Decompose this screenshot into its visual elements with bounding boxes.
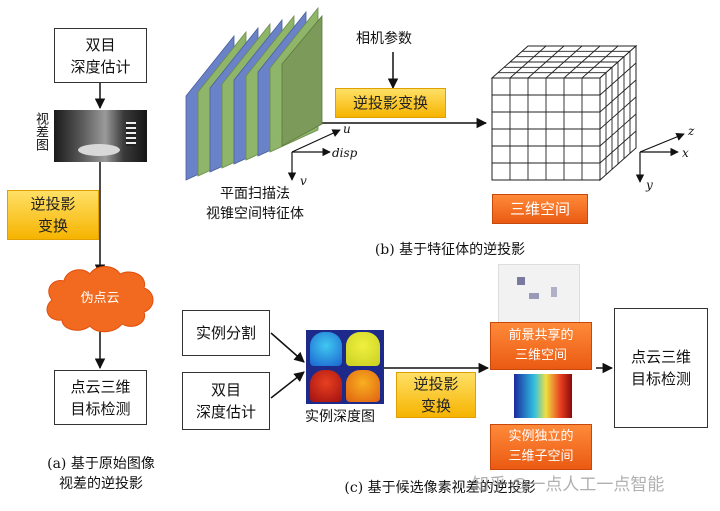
disparity-label: 视差图	[33, 112, 48, 151]
pseudo-cloud-label: 伪点云	[80, 291, 120, 306]
fg-pointcloud-image	[498, 264, 580, 324]
detect-a-line2: 目标检测	[70, 399, 131, 418]
plane-sweep-line2: 视锥空间特征体	[206, 206, 304, 222]
backproj-b-text: 逆投影变换	[352, 94, 428, 112]
fg-shared-line1: 前景共享的	[508, 328, 574, 343]
inst-indep-line1: 实例独立的	[508, 429, 574, 444]
axis-u-label: u	[343, 122, 351, 136]
caption-a-line2: 视差的逆投影	[59, 476, 143, 492]
axis-v-label: v	[300, 174, 307, 188]
space-box-b-text: 三维空间	[509, 200, 570, 218]
axis-x-label: x	[682, 146, 689, 160]
inst-indep-box: 实例独立的 三维子空间	[490, 424, 592, 470]
inst-indep-line2: 三维子空间	[508, 449, 574, 464]
arrow-seg-to-depth	[270, 332, 305, 363]
instance-depth-image	[306, 330, 384, 404]
disparity-image	[54, 110, 147, 162]
detect-box-c: 点云三维 目标检测	[614, 308, 708, 428]
axis-z-line	[639, 132, 685, 153]
fg-shared-box: 前景共享的 三维空间	[490, 322, 592, 370]
stereo-depth-box-a: 双目 深度估计	[54, 28, 147, 83]
backproj-a-line1: 逆投影	[30, 195, 76, 213]
stereo-depth-line1: 双目	[85, 35, 116, 54]
backproj-box-b: 逆投影变换	[335, 88, 446, 118]
seg-box-c: 实例分割	[182, 310, 270, 356]
detect-c-line2: 目标检测	[630, 370, 691, 388]
instance-depth-label: 实例深度图	[305, 409, 375, 425]
space-box-b: 三维空间	[492, 194, 588, 224]
caption-a: (a) 基于原始图像 视差的逆投影	[16, 454, 186, 494]
caption-b: (b) 基于特征体的逆投影	[374, 242, 526, 258]
caption-a-line1: (a) 基于原始图像	[47, 456, 155, 472]
seg-box-text: 实例分割	[195, 324, 256, 342]
axis-u-line	[291, 129, 341, 153]
backproj-c-line1: 逆投影	[413, 375, 459, 393]
voxel-grid-lines	[492, 45, 637, 180]
backproj-box-c: 逆投影 变换	[396, 372, 476, 418]
axis-z-label: z	[688, 124, 695, 138]
axis-y-label: y	[646, 178, 653, 192]
detect-a-line1: 点云三维	[70, 377, 131, 396]
feature-volume-planes	[185, 6, 323, 181]
instance-subspace-image	[514, 374, 572, 418]
axis-disp-label: disp	[332, 146, 358, 160]
stereo-c-line1: 双目	[210, 381, 241, 399]
backproj-box-a: 逆投影 变换	[7, 190, 99, 240]
detect-c-line1: 点云三维	[630, 348, 691, 366]
plane-sweep-line1: 平面扫描法	[220, 186, 290, 202]
pseudo-cloud-shape	[46, 266, 154, 333]
plane-sweep-label: 平面扫描法 视锥空间特征体	[180, 184, 330, 224]
stereo-depth-box-c: 双目 深度估计	[182, 372, 270, 430]
backproj-c-line2: 变换	[420, 397, 451, 415]
backproj-a-line2: 变换	[37, 217, 68, 235]
arrow-stereo-to-depth	[270, 371, 305, 399]
fg-shared-line2: 三维空间	[514, 348, 567, 363]
stereo-c-line2: 深度估计	[195, 403, 256, 421]
stereo-depth-line2: 深度估计	[70, 57, 131, 76]
caption-c: (c) 基于候选像素视差的逆投影	[344, 480, 536, 496]
watermark: 知乎 @一点人工一点智能	[472, 475, 665, 495]
detect-box-a: 点云三维 目标检测	[54, 370, 147, 425]
camera-params-label: 相机参数	[356, 31, 412, 47]
